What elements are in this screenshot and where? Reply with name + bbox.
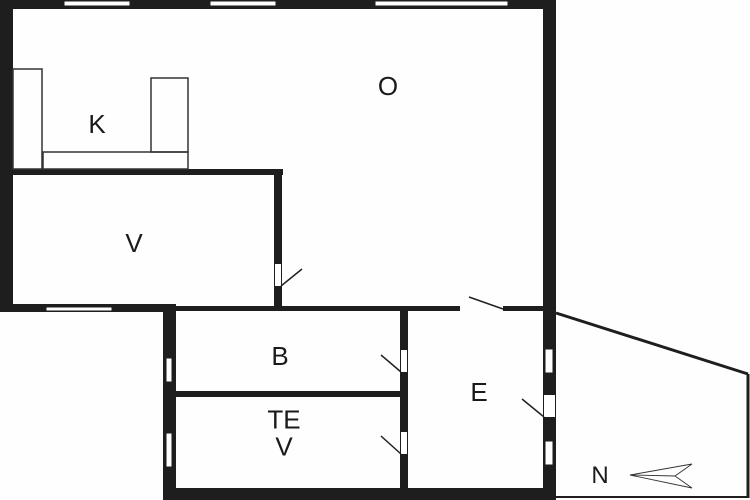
room-label-kitchen: K — [88, 109, 106, 139]
door-swings — [280, 268, 545, 455]
room-label-entrance: E — [470, 377, 488, 407]
door-openings — [275, 264, 555, 454]
v-bottom-window — [45, 306, 113, 312]
room-label-living: O — [377, 71, 399, 101]
room-label-bathroom: B — [271, 341, 289, 371]
room-label-utility: TE V — [267, 404, 301, 462]
terrace-outline — [555, 311, 750, 498]
inner-walls — [13, 169, 543, 488]
top-windows — [63, 0, 509, 7]
room-label-bedroom: V — [125, 228, 143, 258]
kitchen-counters — [12, 68, 189, 170]
compass-label: N — [591, 462, 609, 489]
side-windows — [165, 348, 554, 468]
north-arrow-icon — [629, 463, 693, 489]
